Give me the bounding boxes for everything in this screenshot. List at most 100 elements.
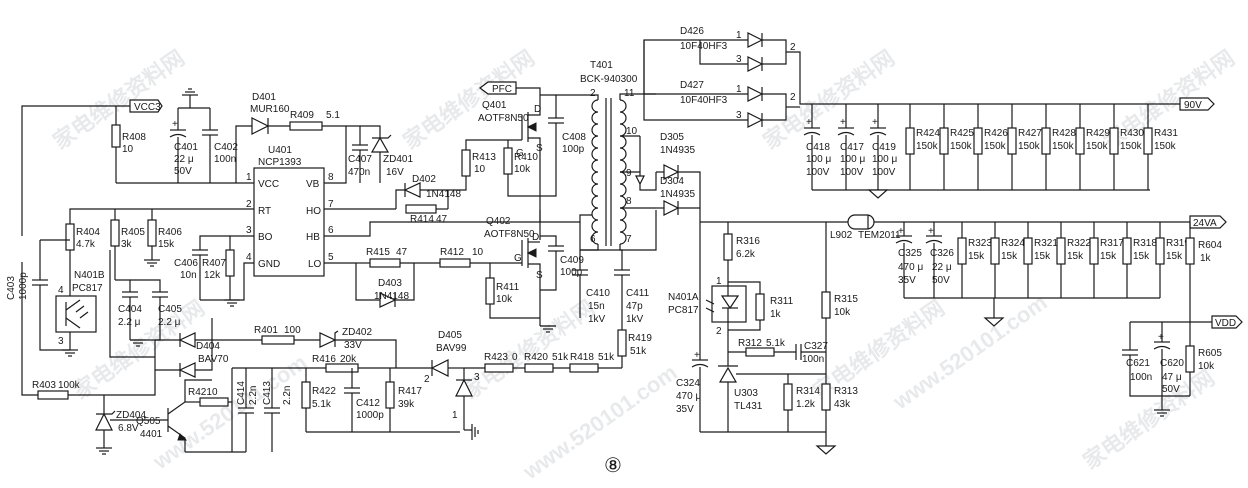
- resistor-r405: R405 3k: [110, 209, 145, 280]
- r401-value: 100: [284, 325, 301, 336]
- u401-pin-gnd: GND: [258, 259, 280, 270]
- q402-pin-d: D: [532, 232, 539, 243]
- r90-ref: R429: [1086, 128, 1110, 139]
- c327-ref: C327: [804, 341, 828, 352]
- wire-d426b: [699, 40, 748, 65]
- c417-voltage: 100V: [840, 167, 864, 178]
- transformer-t401: T401 BCK-940300 2 11 10 9 8 6 7: [556, 60, 657, 251]
- resistor-r406: R406 15k: [143, 209, 182, 267]
- net-label-24va: 24VA: [1193, 218, 1217, 229]
- c326-plus: +: [928, 226, 934, 237]
- n401b-part: PC817: [72, 283, 103, 294]
- u401-pin8: 8: [328, 172, 334, 183]
- r413-value: 10: [474, 164, 486, 175]
- capacitor-c407: C407 470n: [346, 125, 372, 183]
- c325-plus: +: [898, 226, 904, 237]
- l902-ref: L902: [830, 230, 853, 241]
- c404-value: 2.2 μ: [118, 317, 141, 328]
- r406-ref: R406: [158, 227, 182, 238]
- diode-d405: D405 BAV99 2 3 1: [424, 330, 480, 441]
- d426-pin2: 2: [790, 42, 796, 53]
- resistor-r411: R411 10k: [485, 263, 540, 319]
- r418-value: 51k: [598, 352, 615, 363]
- d426-part: 10F40HF3: [680, 41, 728, 52]
- r90-value: 150k: [1018, 141, 1041, 152]
- u401-pin7: 7: [328, 199, 334, 210]
- capacitor-c409: C409 100p: [540, 235, 584, 291]
- r313-value: 43k: [834, 399, 851, 410]
- n401b-ref: N401B: [74, 270, 105, 281]
- r403-ref: R403: [32, 380, 56, 391]
- resistor-r422: R422 5.1k: [301, 368, 336, 432]
- t401-part: BCK-940300: [580, 74, 638, 85]
- zener-zd404: ZD404 6.8V: [95, 395, 146, 455]
- wire-d427b: [643, 40, 748, 121]
- r24-ref: R323: [968, 238, 992, 249]
- c407-ref: C407: [348, 154, 372, 165]
- c401-voltage: 50V: [174, 166, 192, 177]
- d402-part: 1N4148: [426, 189, 461, 200]
- r90-ref: R425: [950, 128, 974, 139]
- capacitor-c404: C404 2.2 μ: [115, 279, 142, 340]
- u401-pin2: 2: [246, 199, 252, 210]
- r410-value: 10k: [514, 164, 531, 175]
- d427-part: 10F40HF3: [680, 95, 728, 106]
- resistor-r401: R401 100: [212, 325, 320, 345]
- u401-pin-vb: VB: [306, 179, 320, 190]
- zd401-part: 16V: [386, 167, 404, 178]
- r416-ref: R416: [312, 354, 336, 365]
- d304-ref: D304: [660, 176, 684, 187]
- c410-ref: C410: [586, 288, 610, 299]
- n401a-ref: N401A: [668, 292, 699, 303]
- resistor-r418: R418 51k: [553, 352, 622, 373]
- c413-value: 2.2n: [282, 386, 293, 405]
- r415-value: 47: [396, 247, 408, 258]
- d402-ref: D402: [412, 174, 436, 185]
- wire-hb: [324, 221, 540, 237]
- capacitor-c412: C412 1000p: [344, 368, 384, 432]
- zd402-part: 33V: [344, 340, 362, 351]
- capacitor-c403: C403 1000p: [6, 240, 70, 351]
- c418-voltage: 100V: [806, 167, 830, 178]
- resistor-r311: R311 1k: [728, 293, 794, 331]
- c411-voltage: 1kV: [626, 314, 644, 325]
- mosfet-q402: Q402 AOTF8N50 D G S: [484, 216, 557, 333]
- d405-pin2: 2: [424, 374, 430, 385]
- inductor-l902: L902 TEM2011: [830, 214, 901, 241]
- r423-ref: R423: [484, 352, 508, 363]
- t401-ref: T401: [590, 60, 613, 71]
- r416-value: 20k: [340, 354, 357, 365]
- c324-ref: C324: [676, 378, 700, 389]
- capacitor-c402: C402 100n: [202, 108, 238, 183]
- zd404-part: 6.8V: [118, 423, 139, 434]
- d427-ref: D427: [680, 80, 704, 91]
- capacitor-c410: C410 15n 1kV: [572, 222, 610, 325]
- t401-pin10: 10: [626, 126, 638, 137]
- q402-ref: Q402: [486, 216, 511, 227]
- d405-pin3: 3: [474, 372, 480, 383]
- l902-part: TEM2011: [858, 230, 901, 241]
- r415-ref: R415: [366, 247, 390, 258]
- r316-value: 6.2k: [736, 249, 756, 260]
- u401-pin1: 1: [246, 172, 252, 183]
- c419-value: 100 μ: [872, 154, 897, 165]
- r90-value: 150k: [1086, 141, 1109, 152]
- q402-pin-s: S: [536, 270, 543, 281]
- wire-gnd: [200, 262, 254, 301]
- c620-value: 47 μ: [1162, 372, 1182, 383]
- r413-ref: R413: [472, 152, 496, 163]
- resistor-r313: R313 43k: [821, 383, 858, 446]
- q401-pin-g: G: [516, 148, 524, 159]
- watermark-text: 家电维修资料网: [399, 45, 540, 154]
- c324-value: 470 μ: [676, 391, 701, 402]
- r404-ref: R404: [76, 227, 100, 238]
- r315-ref: R315: [834, 294, 858, 305]
- resistor-r419: R419 51k: [617, 318, 652, 368]
- c325-ref: C325: [898, 248, 922, 259]
- r90-value: 150k: [1052, 141, 1075, 152]
- r403-value: 100k: [58, 380, 81, 391]
